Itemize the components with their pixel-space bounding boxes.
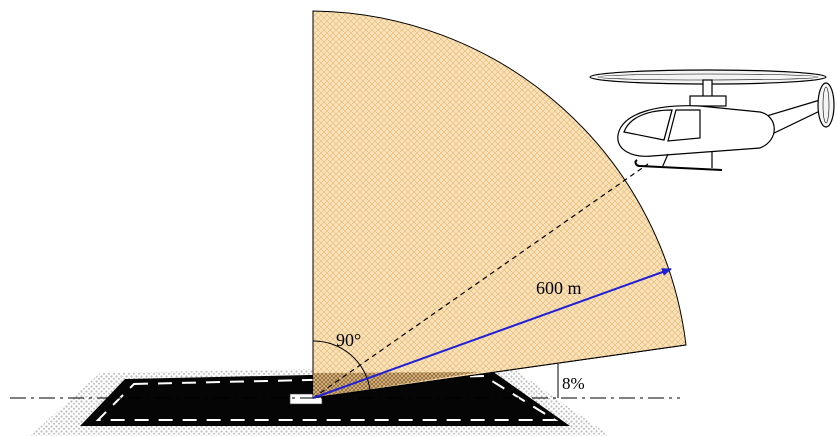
slope-label: 8% xyxy=(562,374,585,393)
slope-boundary-line xyxy=(312,344,687,399)
radius-arrow xyxy=(312,268,672,399)
approach-sector xyxy=(312,10,687,399)
radius-label: 600 m xyxy=(536,278,582,298)
helipad-edge-marking xyxy=(95,374,559,421)
helicopter-icon xyxy=(589,69,835,171)
helipad-surface xyxy=(80,371,570,426)
helipad-center-marker xyxy=(289,393,323,405)
angle-arc xyxy=(312,340,371,391)
sector-pad-overlap xyxy=(313,372,480,398)
angle-label: 90° xyxy=(336,330,361,350)
